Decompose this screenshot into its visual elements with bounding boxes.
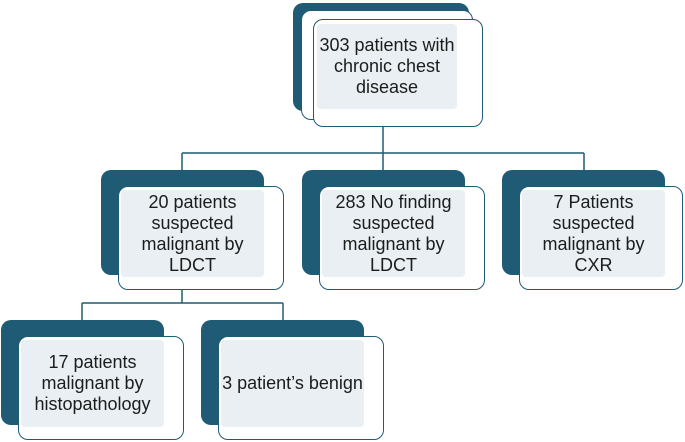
node-ldct-suspected-label: 20 patients suspected malignant by LDCT (141, 191, 244, 275)
node-cxr-suspected: 7 Patients suspected malignant by CXR (502, 170, 683, 290)
node-root-label: 303 patients with chronic chest disease (319, 35, 455, 97)
node-malignant-histopathology: 17 patients malignant by histopathology (1, 320, 184, 440)
node-benign: 3 patient’s benign (201, 320, 384, 440)
node-benign-label: 3 patient’s benign (222, 373, 363, 393)
node-no-finding: 283 No finding suspected malignant by LD… (302, 170, 485, 290)
node-no-finding-label: 283 No finding suspected malignant by LD… (335, 191, 452, 275)
node-ldct-suspected: 20 patients suspected malignant by LDCT (101, 170, 284, 290)
node-malignant-histopathology-label: 17 patients malignant by histopathology (34, 352, 151, 414)
node-root: 303 patients with chronic chest disease (293, 3, 483, 127)
node-cxr-suspected-label: 7 Patients suspected malignant by CXR (542, 191, 645, 275)
